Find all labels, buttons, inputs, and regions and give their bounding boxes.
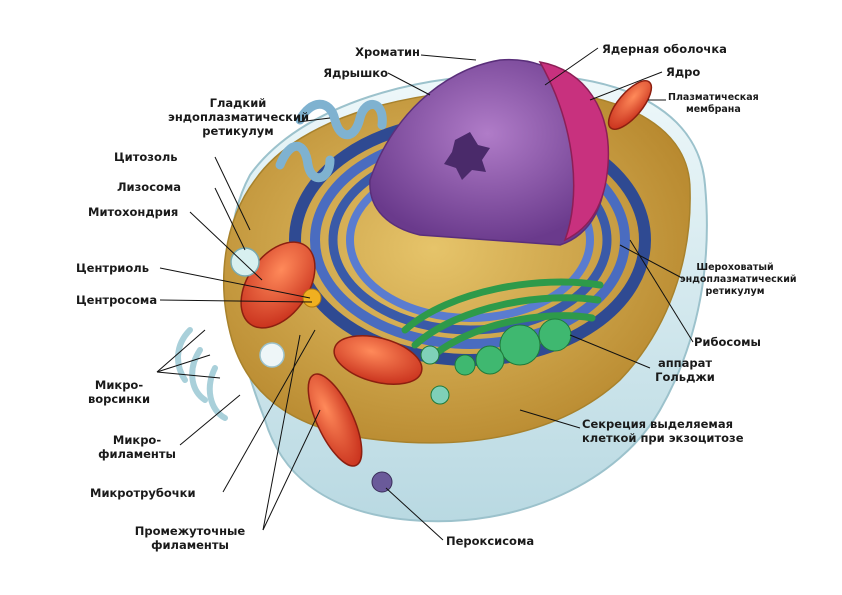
label-peroxisome: Пероксисома — [446, 534, 535, 548]
label-microvilli-line2: ворсинки — [87, 392, 151, 406]
label-centriole: Центриоль — [76, 261, 149, 275]
label-secretion-line1: Секреция выделяемая — [582, 417, 733, 431]
label-microtubules: Микротрубочки — [90, 486, 196, 500]
label-plasma-membrane-line2: мембрана — [685, 104, 741, 115]
label-microfilaments-line2: филаменты — [98, 447, 176, 461]
nuclear-envelope-shape — [538, 60, 610, 242]
label-smooth-er-line3: ретикулум — [202, 124, 274, 138]
label-nuclear-envelope: Ядерная оболочка — [602, 42, 727, 56]
label-ribosomes: Рибосомы — [694, 335, 761, 349]
label-secretion: Секреция выделяемая клеткой при экзоцито… — [582, 417, 744, 445]
label-smooth-er-line1: Гладкий — [209, 96, 267, 110]
label-chromatin: Хроматин — [355, 45, 420, 59]
golgi-vesicles — [420, 318, 572, 405]
label-rough-er: Шероховатый эндоплазматический ретикулум — [680, 262, 797, 298]
peroxisome-shape — [371, 471, 393, 493]
label-golgi-line1: аппарат — [657, 356, 713, 370]
label-intermediate-filaments-line1: Промежуточные — [134, 524, 246, 538]
nucleolus-shape — [444, 132, 490, 180]
label-smooth-er-line2: эндоплазматический — [168, 110, 310, 124]
label-centrosome: Центросома — [76, 293, 158, 307]
label-lysosome: Лизосома — [117, 180, 182, 194]
label-nucleolus: Ядрышко — [323, 66, 388, 80]
label-smooth-er: Гладкий эндоплазматический ретикулум — [168, 96, 310, 138]
centrosome-shape — [302, 288, 322, 308]
label-rough-er-line3: ретикулум — [705, 286, 765, 297]
label-plasma-membrane: Плазматическая мембрана — [668, 92, 759, 116]
label-golgi-line2: Гольджи — [655, 370, 715, 384]
lysosome-shape — [230, 247, 260, 277]
microvilli-shape — [175, 327, 228, 421]
label-golgi: аппарат Гольджи — [650, 356, 720, 384]
label-intermediate-filaments-line2: филаменты — [151, 538, 229, 552]
label-microvilli-line1: Микро- — [94, 378, 144, 392]
leader-lines — [156, 47, 694, 541]
label-mitochondrion: Митохондрия — [88, 205, 179, 219]
label-microfilaments-line1: Микро- — [112, 433, 162, 447]
golgi-shape — [401, 278, 604, 364]
label-intermediate-filaments: Промежуточные филаменты — [125, 524, 255, 552]
label-plasma-membrane-line1: Плазматическая — [668, 92, 759, 103]
label-nucleus: Ядро — [666, 65, 701, 79]
vesicle-shape — [259, 342, 285, 368]
label-microfilaments: Микро- филаменты — [92, 433, 182, 461]
label-microvilli: Микро- ворсинки — [84, 378, 154, 406]
label-rough-er-line2: эндоплазматический — [680, 274, 797, 285]
label-secretion-line2: клеткой при экзоцитозе — [582, 431, 744, 445]
label-rough-er-line1: Шероховатый — [696, 262, 774, 273]
label-cytosol: Цитозоль — [114, 150, 178, 164]
smooth-er-shape — [275, 99, 387, 182]
